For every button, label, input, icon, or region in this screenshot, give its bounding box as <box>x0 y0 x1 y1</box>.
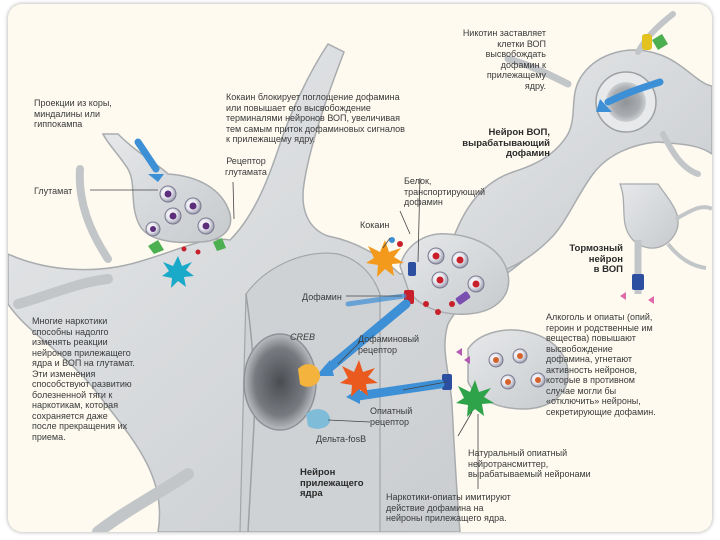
label-dopamine-receptor: Дофаминовый рецептор <box>358 334 420 355</box>
dopamine-terminal <box>366 233 510 315</box>
inhibitory-neuron <box>619 183 712 304</box>
label-cocaine-description: Кокаин блокирует поглощение дофамина или… <box>226 92 405 144</box>
vesicle-icon <box>164 190 172 198</box>
label-creb: CREB <box>290 332 316 342</box>
label-drug-adaptation-description: Многие наркотики способны надолго изменя… <box>32 316 135 442</box>
label-glutamate-receptor: Рецептор глутамата <box>225 156 267 177</box>
glutamate-terminal <box>101 133 232 288</box>
label-delta-fosb: Дельта-fosB <box>316 434 367 444</box>
label-vta-neuron: Нейрон ВОП, вырабатывающий дофамин <box>462 127 550 159</box>
label-inhibitory-neuron: Тормозный нейрон в ВОП <box>569 243 623 275</box>
nicotine-molecule-icon <box>642 34 668 50</box>
diagram-frame: Проекции из коры, миндалины или гиппокам… <box>8 4 712 532</box>
label-dopamine: Дофамин <box>302 292 342 302</box>
label-opiate-drugs-description: Наркотики-опиаты имитируют действие дофа… <box>386 492 511 523</box>
glutamate-burst-icon <box>162 256 194 288</box>
neuron-illustration <box>8 11 712 532</box>
label-cocaine: Кокаин <box>360 220 390 230</box>
opiate-burst-icon <box>456 380 494 417</box>
label-alcohol-opiates-description: Алкоголь и опиаты (опий, героин и родств… <box>546 312 656 417</box>
cocaine-burst-icon <box>366 240 404 277</box>
label-accumbens-neuron: Нейрон прилежащего ядра <box>300 467 364 499</box>
label-glutamate: Глутамат <box>34 186 73 196</box>
label-cortex-projections: Проекции из коры, миндалины или гиппокам… <box>34 98 112 129</box>
label-natural-opiate: Натуральный опиатный нейротрансмиттер, в… <box>468 448 591 479</box>
accumbens-neuron-body <box>8 43 562 532</box>
transporter-icon <box>408 262 416 276</box>
opiate-terminal <box>456 329 569 417</box>
label-dopamine-transporter: Белок, транспортирующий дофамин <box>404 176 486 207</box>
label-nicotine-description: Никотин заставляет клетки ВОП высвобожда… <box>462 28 546 91</box>
label-opiate-receptor: Опиатный рецептор <box>370 406 413 427</box>
vta-neuron <box>447 11 712 277</box>
